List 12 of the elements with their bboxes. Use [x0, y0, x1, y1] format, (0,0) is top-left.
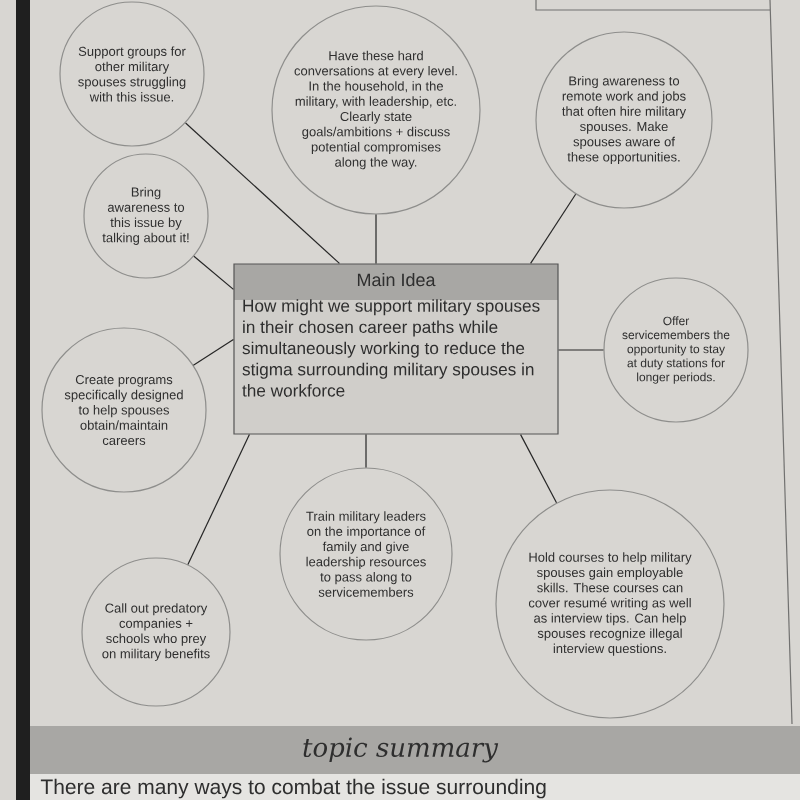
- connector-line: [365, 434, 367, 468]
- connector-line: [530, 193, 577, 264]
- connector-line: [192, 338, 234, 366]
- connector-line: [520, 434, 558, 504]
- connector-line: [558, 349, 604, 351]
- section-header-band: topic summary: [30, 726, 800, 774]
- connector-line: [193, 255, 234, 290]
- connector-line: [187, 434, 250, 566]
- connector-line: [185, 122, 340, 264]
- connector-line: [375, 214, 377, 264]
- main-idea-box: Main Idea How might we support military spouses in their chosen career paths while simultaneously working to reduce the stigma surrounding military spouses in the workforce: [233, 263, 559, 435]
- summary-text: There are many ways to combat the issue surrounding: [30, 774, 800, 800]
